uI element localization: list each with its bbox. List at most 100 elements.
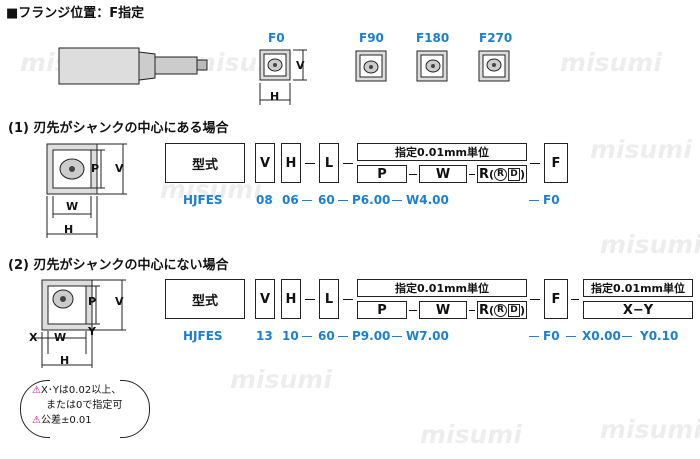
case1-dim-v: V <box>115 162 124 175</box>
case2-example-y: Y0.10 <box>640 329 679 343</box>
dim-h-label: H <box>270 90 280 103</box>
case1-example-type: HJFES <box>183 193 223 207</box>
case1-f-box: F <box>544 143 568 183</box>
case1-l-box: L <box>319 143 339 183</box>
separator-dash <box>529 200 539 201</box>
case1-w-box: W <box>419 165 467 183</box>
case1-p-box: P <box>357 165 407 183</box>
case1-example-f: F0 <box>543 193 560 207</box>
separator-dash <box>622 336 632 337</box>
case1-example-w: W4.00 <box>406 193 449 207</box>
case2-drawing <box>32 279 126 368</box>
separator-dash <box>392 336 402 337</box>
tool-side-drawing <box>58 47 208 85</box>
r-circled-icon: R <box>494 303 507 317</box>
flange-label-f270: F270 <box>479 31 513 45</box>
case2-example-x: X0.00 <box>582 329 621 343</box>
separator-dash <box>529 336 539 337</box>
case2-example-l: 60 <box>318 329 335 343</box>
case2-xy-box: X−Y <box>583 301 693 319</box>
case2-example-f: F0 <box>543 329 560 343</box>
watermark: misumi <box>590 135 692 164</box>
case2-example-h: 10 <box>282 329 299 343</box>
separator-dash <box>469 310 475 311</box>
case1-dim-h: H <box>64 223 74 236</box>
case2-v-box: V <box>255 279 275 319</box>
note-line3: ⚠公差±0.01 <box>32 415 92 426</box>
case1-dim-w: W <box>66 200 79 213</box>
separator-dash <box>305 299 315 300</box>
watermark: misumi <box>600 415 700 444</box>
case2-l-box: L <box>319 279 339 319</box>
case1-type-box: 型式 <box>165 143 245 183</box>
case2-dim-p: P <box>88 295 97 308</box>
case1-example-p: P6.00 <box>352 193 391 207</box>
separator-dash <box>530 299 540 300</box>
note-line2: または0で指定可 <box>46 400 123 411</box>
case1-example-l: 60 <box>318 193 335 207</box>
case1-drawing <box>46 143 127 238</box>
case1-example-v: 08 <box>256 193 273 207</box>
separator-dash <box>343 299 353 300</box>
separator-dash <box>338 336 348 337</box>
warning-icon: ⚠ <box>32 415 41 426</box>
r-circled-icon: R <box>494 167 507 181</box>
case2-unit-box: 指定0.01mm単位 <box>357 279 527 297</box>
flange-label-f0: F0 <box>268 31 285 45</box>
watermark: misumi <box>230 365 332 394</box>
warning-icon: ⚠ <box>32 385 41 396</box>
separator-dash <box>338 200 348 201</box>
flange-f270-drawing <box>478 50 510 82</box>
case1-v-box: V <box>255 143 275 183</box>
case1-title: (1) 刃先がシャンクの中心にある場合 <box>8 121 229 136</box>
case2-dim-w: W <box>54 331 67 344</box>
flange-f0-drawing <box>259 49 307 105</box>
flange-f180-drawing <box>416 50 448 82</box>
case2-dim-h: H <box>60 354 70 367</box>
case2-w-box: W <box>419 301 467 319</box>
separator-dash <box>302 200 312 201</box>
flange-f90-drawing <box>355 50 387 82</box>
case1-dim-p: P <box>91 162 100 175</box>
dim-v-label: V <box>296 59 305 72</box>
watermark: misumi <box>420 420 522 449</box>
separator-dash <box>305 163 315 164</box>
d-boxed-icon: D <box>508 167 520 181</box>
case1-example-h: 06 <box>282 193 299 207</box>
case1-h-box: H <box>281 143 301 183</box>
separator-dash <box>409 174 417 175</box>
case2-example-p: P9.00 <box>352 329 391 343</box>
separator-dash <box>302 336 312 337</box>
watermark: misumi <box>560 48 662 77</box>
case2-example-type: HJFES <box>183 329 223 343</box>
case2-dim-v: V <box>115 295 124 308</box>
note-line1: ⚠X･Yは0.02以上、 <box>32 385 122 396</box>
watermark: misumi <box>600 230 700 259</box>
case2-unit2-box: 指定0.01mm単位 <box>583 279 693 297</box>
case2-title: (2) 刃先がシャンクの中心にない場合 <box>8 258 229 273</box>
square-marker-icon: ■ <box>6 6 19 21</box>
separator-dash <box>571 299 579 300</box>
flange-label-f180: F180 <box>416 31 450 45</box>
d-boxed-icon: D <box>508 303 520 317</box>
case2-example-v: 13 <box>256 329 273 343</box>
case2-p-box: P <box>357 301 407 319</box>
separator-dash <box>530 163 540 164</box>
case2-f-box: F <box>544 279 568 319</box>
flange-label-f90: F90 <box>359 31 384 45</box>
separator-dash <box>409 310 417 311</box>
note-mask <box>50 376 120 446</box>
separator-dash <box>566 336 576 337</box>
case1-unit-box: 指定0.01mm単位 <box>357 143 527 161</box>
section-title: ■フランジ位置：F指定 <box>6 6 145 21</box>
case2-dim-y: Y <box>88 325 96 338</box>
case2-h-box: H <box>281 279 301 319</box>
case2-example-w: W7.00 <box>406 329 449 343</box>
separator-dash <box>343 163 353 164</box>
separator-dash <box>392 200 402 201</box>
case2-type-box: 型式 <box>165 279 245 319</box>
separator-dash <box>469 174 475 175</box>
case2-dim-x: X <box>29 331 38 344</box>
